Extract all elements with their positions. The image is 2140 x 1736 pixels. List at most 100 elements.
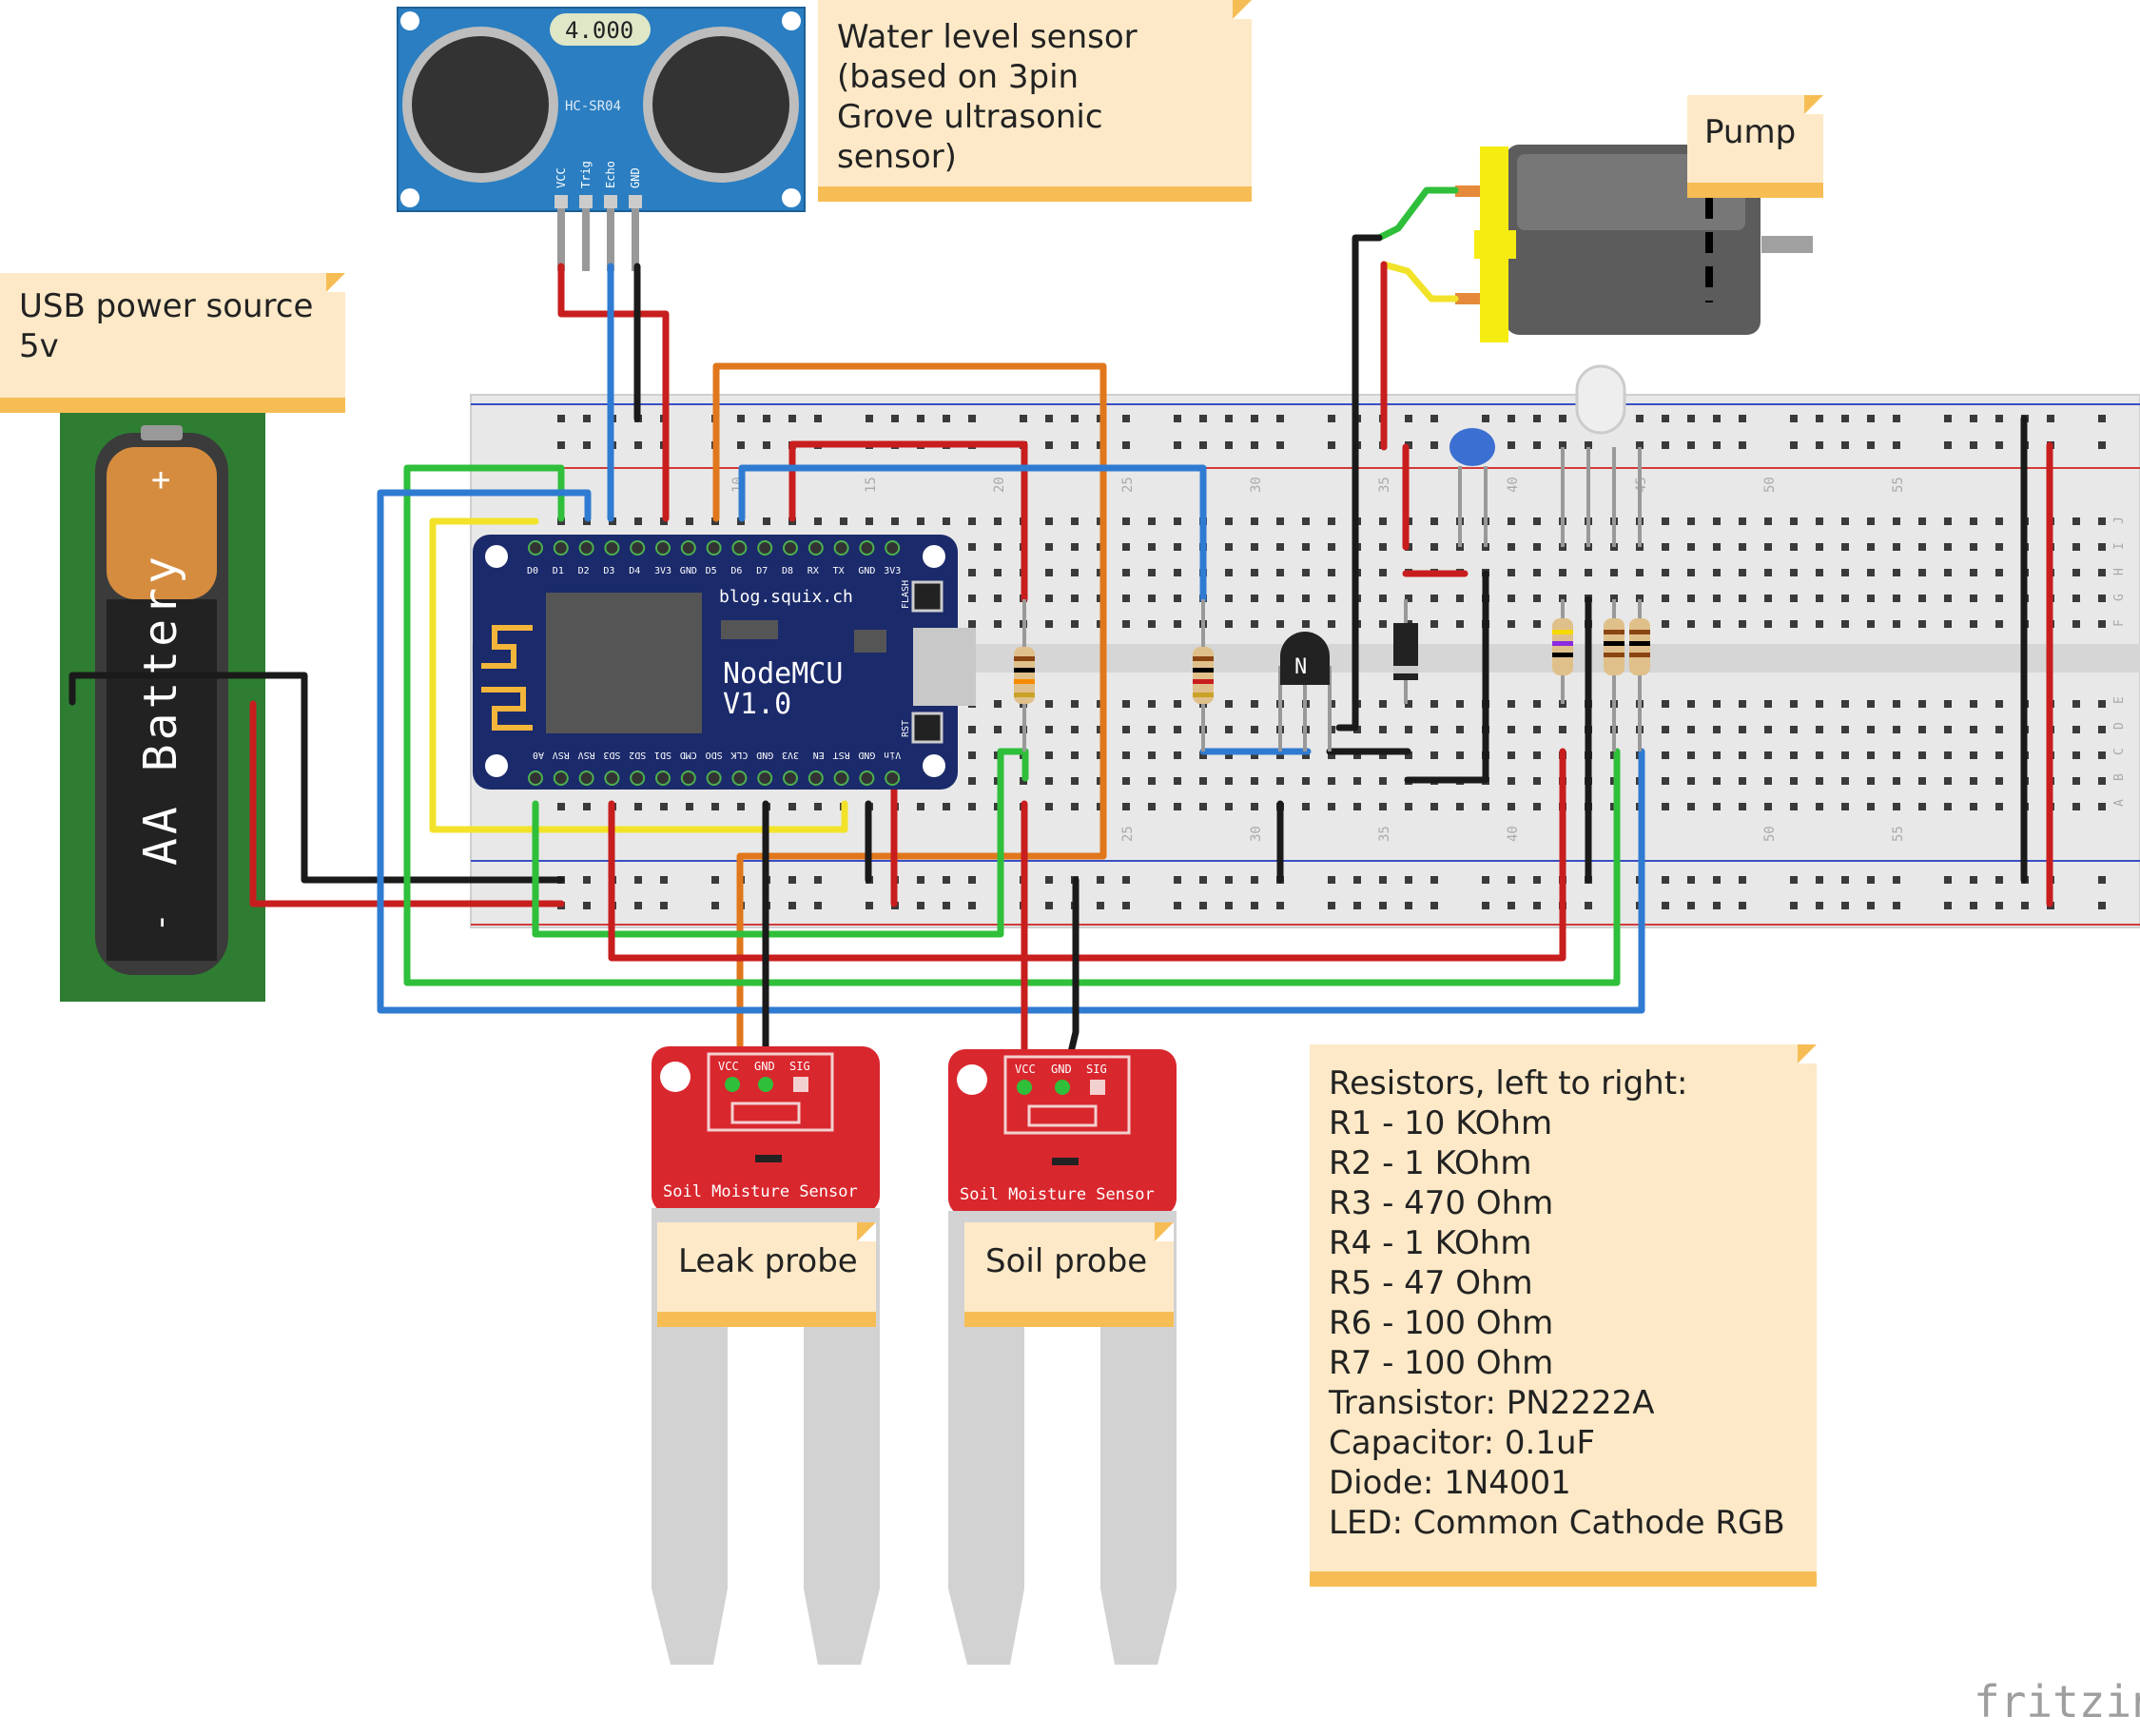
breadboard-hole bbox=[1790, 620, 1798, 628]
breadboard-hole bbox=[1944, 595, 1952, 602]
nodemcu-bottom-pin bbox=[604, 770, 620, 786]
nodemcu-top-pin-label: D7 bbox=[756, 566, 768, 576]
breadboard-hole bbox=[2098, 620, 2106, 628]
nodemcu-bottom-pin-label: EN bbox=[813, 750, 825, 760]
breadboard-hole bbox=[1302, 517, 1310, 525]
nodemcu-top-pin bbox=[885, 540, 901, 556]
breadboard-hole bbox=[1225, 803, 1233, 810]
leak-pin-sig: SIG bbox=[789, 1060, 810, 1073]
nodemcu-bottom-pin bbox=[833, 770, 849, 786]
breadboard-rail-hole bbox=[1687, 876, 1695, 884]
breadboard-hole bbox=[1918, 569, 1926, 576]
breadboard-rail-hole bbox=[1533, 415, 1541, 422]
breadboard-hole bbox=[1508, 543, 1515, 551]
breadboard-hole bbox=[1816, 569, 1823, 576]
breadboard-hole bbox=[1739, 620, 1746, 628]
breadboard-hole bbox=[1071, 700, 1079, 708]
nodemcu-top-pin-label: D0 bbox=[527, 566, 538, 576]
breadboard-hole bbox=[2072, 543, 2080, 551]
breadboard-hole bbox=[917, 517, 924, 525]
nodemcu-site: blog.squix.ch bbox=[719, 587, 853, 607]
breadboard-hole bbox=[1353, 751, 1361, 759]
breadboard-hole bbox=[2098, 517, 2106, 525]
breadboard-rail-hole bbox=[1045, 441, 1053, 449]
breadboard-hole bbox=[1764, 726, 1772, 733]
breadboard-hole bbox=[2098, 726, 2106, 733]
breadboard-hole bbox=[1148, 620, 1156, 628]
breadboard-hole bbox=[1430, 751, 1438, 759]
breadboard-hole bbox=[1405, 700, 1412, 708]
breadboard-hole bbox=[1148, 517, 1156, 525]
breadboard-hole bbox=[1636, 595, 1644, 602]
breadboard-rail-hole bbox=[1225, 902, 1233, 909]
breadboard-hole bbox=[1148, 777, 1156, 785]
breadboard-hole bbox=[1816, 700, 1823, 708]
breadboard-hole bbox=[1662, 543, 1669, 551]
nodemcu-top-pin bbox=[578, 540, 594, 556]
breadboard-hole bbox=[1276, 777, 1284, 785]
diode bbox=[1393, 599, 1418, 704]
breadboard-hole bbox=[1841, 700, 1849, 708]
breadboard-hole bbox=[1739, 569, 1746, 576]
breadboard-rail-hole bbox=[788, 415, 796, 422]
breadboard-rail-hole bbox=[1276, 902, 1284, 909]
nodemcu-top-pin-label: D1 bbox=[553, 566, 564, 576]
nodemcu-top-pin bbox=[807, 540, 824, 556]
breadboard-hole bbox=[1918, 517, 1926, 525]
breadboard-hole bbox=[1379, 751, 1387, 759]
breadboard-hole bbox=[1456, 620, 1464, 628]
breadboard-hole bbox=[1045, 726, 1053, 733]
breadboard-hole bbox=[1687, 595, 1695, 602]
breadboard-rail-hole bbox=[1405, 876, 1412, 884]
breadboard-rail-hole bbox=[943, 876, 950, 884]
breadboard-hole bbox=[1739, 726, 1746, 733]
breadboard-hole bbox=[1816, 777, 1823, 785]
nodemcu-bottom-pin-label: GND bbox=[858, 750, 875, 760]
breadboard-hole bbox=[2072, 595, 2080, 602]
breadboard-hole bbox=[1893, 777, 1900, 785]
breadboard-hole bbox=[1841, 569, 1849, 576]
breadboard-hole bbox=[1867, 569, 1875, 576]
wire-pump-green bbox=[1375, 186, 1459, 242]
breadboard-rail-hole bbox=[1508, 441, 1515, 449]
breadboard-rail-hole bbox=[1841, 876, 1849, 884]
breadboard-rail-hole bbox=[1559, 415, 1566, 422]
breadboard-rail-hole bbox=[1713, 415, 1721, 422]
breadboard-hole bbox=[1533, 569, 1541, 576]
breadboard-rail-hole bbox=[1328, 902, 1335, 909]
ultrasonic-pin-trig: Trig bbox=[579, 161, 593, 188]
breadboard-rail-hole bbox=[2047, 415, 2054, 422]
breadboard-hole bbox=[1867, 543, 1875, 551]
breadboard-rail-hole bbox=[1841, 441, 1849, 449]
breadboard-hole bbox=[1071, 517, 1079, 525]
nodemcu-top-pin-label: 3V3 bbox=[654, 566, 671, 576]
breadboard-hole bbox=[1405, 595, 1412, 602]
breadboard-hole bbox=[994, 700, 1002, 708]
breadboard-hole bbox=[1508, 620, 1515, 628]
breadboard-hole bbox=[968, 569, 976, 576]
wire-battery-black bbox=[68, 672, 565, 884]
breadboard-rail-hole bbox=[1662, 876, 1669, 884]
breadboard-hole bbox=[1430, 543, 1438, 551]
nodemcu-top-pin-label: D5 bbox=[706, 566, 717, 576]
breadboard-hole bbox=[1841, 543, 1849, 551]
breadboard-hole bbox=[1122, 700, 1130, 708]
breadboard-hole bbox=[1482, 803, 1489, 810]
breadboard-rail-hole bbox=[1816, 876, 1823, 884]
breadboard-hole bbox=[1225, 777, 1233, 785]
breadboard-rail-hole bbox=[1739, 441, 1746, 449]
breadboard-hole bbox=[1995, 803, 2003, 810]
breadboard-hole bbox=[1687, 726, 1695, 733]
breadboard-hole bbox=[1405, 803, 1412, 810]
note-water-level: Water level sensor (based on 3pin Grove … bbox=[818, 0, 1252, 202]
wire-pump-black bbox=[1335, 234, 1383, 731]
breadboard-hole bbox=[1816, 517, 1823, 525]
breadboard-hole bbox=[1430, 726, 1438, 733]
components: N bbox=[1014, 364, 1650, 751]
breadboard-hole bbox=[1995, 517, 2003, 525]
breadboard-rail-hole bbox=[1508, 902, 1515, 909]
breadboard-rail-hole bbox=[1893, 876, 1900, 884]
note-usb-power: USB power source 5v bbox=[0, 273, 345, 413]
breadboard-hole bbox=[1816, 543, 1823, 551]
breadboard-hole bbox=[1533, 517, 1541, 525]
